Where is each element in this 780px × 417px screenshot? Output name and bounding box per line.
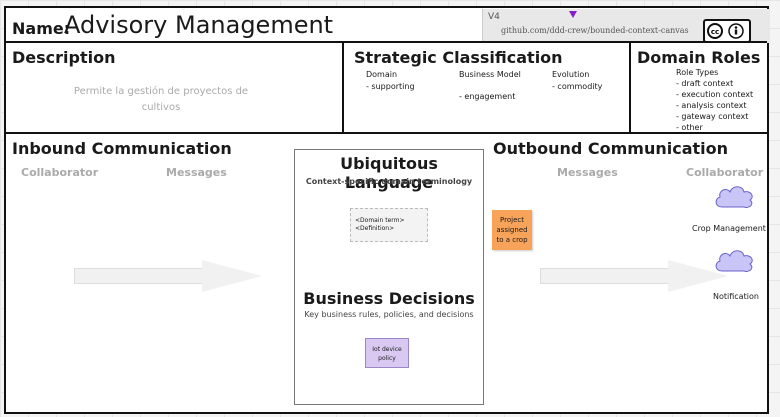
- description-title: Description: [12, 48, 116, 67]
- marker-icon: [569, 11, 577, 18]
- outbound-title: Outbound Communication: [493, 139, 729, 158]
- outbound-collaborator-label: Collaborator: [686, 166, 764, 179]
- term-definition: <Definition>: [355, 225, 395, 232]
- cc-by-icon: cc: [703, 19, 751, 43]
- canvas-board: Name: Advisory Management V4 github.com/…: [4, 6, 770, 414]
- inbound-title: Inbound Communication: [12, 139, 232, 158]
- domain-value[interactable]: - supporting: [366, 82, 415, 91]
- term-placeholder[interactable]: <Domain term> <Definition>: [350, 208, 428, 242]
- outbound-arrow-body: [540, 268, 670, 284]
- ubiquitous-subtitle: Context-specific domain terminology: [305, 177, 473, 186]
- decision-sticky[interactable]: Iot device policy: [365, 338, 409, 368]
- svg-text:cc: cc: [711, 28, 719, 36]
- role-item[interactable]: - analysis context: [676, 101, 747, 110]
- name-label: Name:: [12, 19, 71, 38]
- inbound-collaborator-label: Collaborator: [21, 166, 99, 179]
- evolution-value[interactable]: - commodity: [552, 82, 603, 91]
- collaborator-name: Notification: [713, 292, 759, 301]
- message-sticky-text: Project assigned to a crop: [496, 216, 528, 244]
- role-item[interactable]: - other: [676, 123, 703, 132]
- term-name: <Domain term>: [355, 217, 405, 224]
- business-decisions-subtitle: Key business rules, policies, and decisi…: [304, 310, 474, 319]
- middle-divider: [6, 132, 767, 134]
- role-item[interactable]: - gateway context: [676, 112, 749, 121]
- role-item[interactable]: - draft context: [676, 79, 734, 88]
- strategic-title: Strategic Classification: [354, 48, 563, 67]
- collaborator-cloud-icon[interactable]: [712, 183, 756, 211]
- business-model-value[interactable]: - engagement: [459, 92, 516, 101]
- domain-label: Domain: [366, 70, 398, 79]
- business-decisions-title: Business Decisions: [303, 289, 475, 308]
- evolution-label: Evolution: [552, 70, 590, 79]
- ubiquitous-title: Ubiquitous Language: [340, 154, 438, 192]
- outbound-messages-label: Messages: [557, 166, 618, 179]
- domain-roles-title: Domain Roles: [637, 48, 761, 67]
- collaborator-cloud-icon[interactable]: [712, 247, 756, 275]
- inbound-messages-label: Messages: [166, 166, 227, 179]
- inbound-arrow-head: [202, 260, 262, 292]
- decision-sticky-text: Iot device policy: [372, 346, 402, 362]
- inbound-arrow-body: [74, 268, 204, 284]
- message-sticky[interactable]: Project assigned to a crop: [492, 210, 532, 250]
- roles-divider: [629, 41, 631, 134]
- role-types-label: Role Types: [676, 68, 719, 77]
- source-link[interactable]: github.com/ddd-crew/bounded-context-canv…: [501, 26, 689, 35]
- header-divider: [6, 41, 767, 43]
- business-model-label: Business Model: [459, 70, 521, 79]
- collaborator-name: Crop Management: [692, 224, 766, 233]
- context-name[interactable]: Advisory Management: [64, 11, 334, 39]
- description-text[interactable]: Permite la gestión de proyectos de culti…: [73, 86, 249, 113]
- description-divider: [342, 41, 344, 134]
- role-item[interactable]: - execution context: [676, 90, 754, 99]
- version-label: V4: [488, 12, 500, 22]
